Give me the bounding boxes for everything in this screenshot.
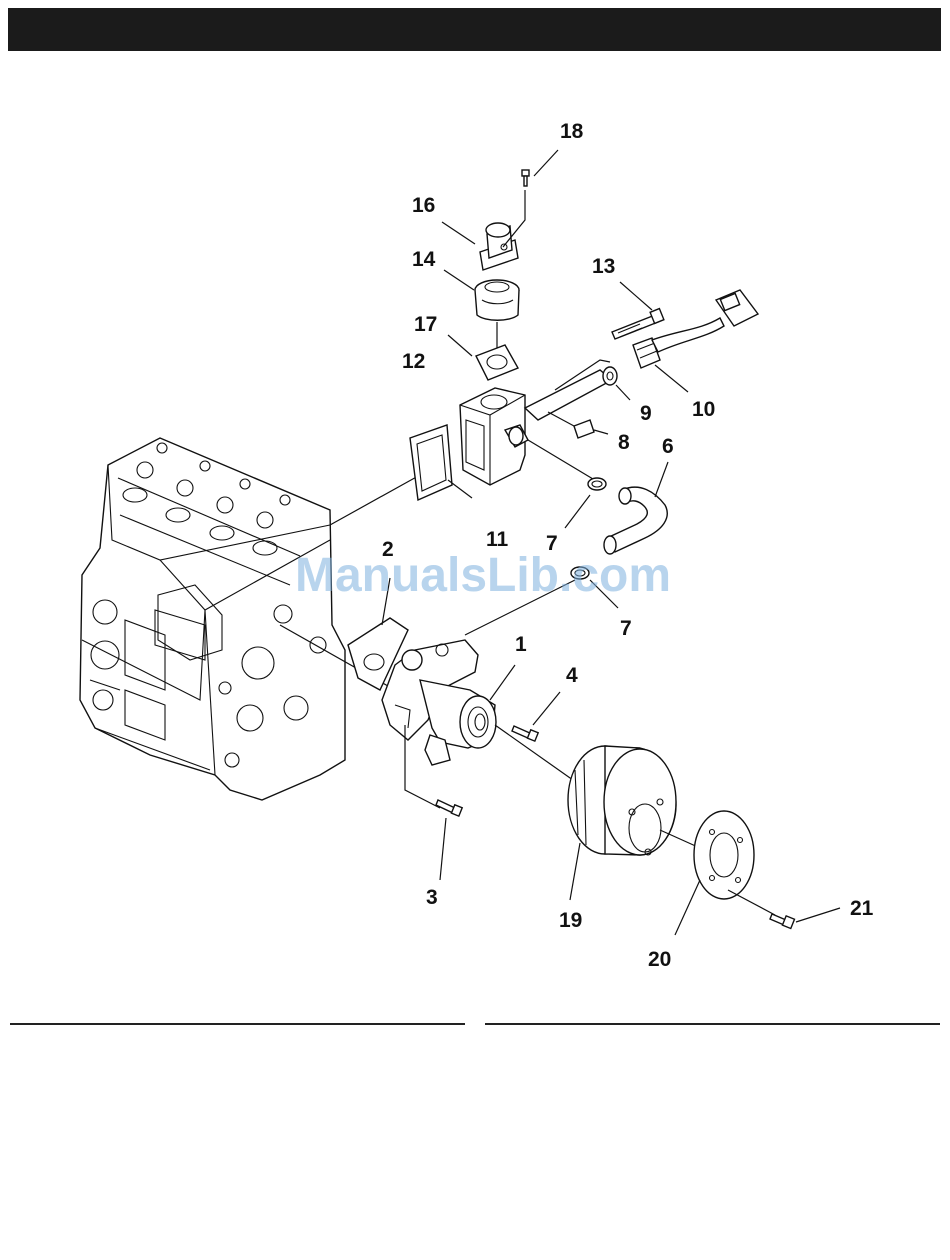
hose-clamp-7-upper [565, 478, 606, 528]
thermostat-14 [444, 270, 519, 348]
callout-12: 12 [402, 350, 425, 373]
callout-13: 13 [592, 255, 615, 278]
callout-4: 4 [566, 664, 578, 687]
bolt-21 [770, 908, 840, 929]
washer-9 [603, 367, 630, 400]
callout-7-lower: 7 [620, 617, 632, 640]
callout-14: 14 [412, 248, 436, 271]
bolt-4 [512, 692, 560, 741]
thermostat-cover-16 [442, 190, 525, 270]
callout-1: 1 [515, 633, 527, 656]
callout-8: 8 [618, 431, 630, 454]
bolt-3 [436, 800, 462, 880]
temperature-sender-10 [633, 290, 758, 392]
callout-19: 19 [559, 909, 582, 932]
callout-17: 17 [414, 313, 437, 336]
guide-line-gasket-11 [330, 475, 420, 525]
pulley-19 [495, 725, 676, 900]
callout-6: 6 [662, 435, 674, 458]
bolt-13 [612, 282, 664, 339]
bolt-18 [522, 150, 558, 186]
divider-right [485, 1023, 940, 1025]
callout-9: 9 [640, 402, 652, 425]
thermostat-gasket-17 [448, 335, 518, 380]
exploded-parts-diagram: 18 16 14 13 17 12 9 10 8 6 11 7 2 7 1 4 … [0, 0, 950, 1000]
callout-10: 10 [692, 398, 715, 421]
spacer-plate-20 [660, 811, 775, 935]
engine-block [80, 438, 345, 800]
watermark: ManualsLib.com [268, 548, 698, 603]
drain-plug-8 [548, 412, 608, 438]
callout-18: 18 [560, 120, 584, 143]
water-pump-1 [382, 640, 515, 808]
callout-16: 16 [412, 194, 435, 217]
divider-left [10, 1023, 465, 1025]
callout-20: 20 [648, 948, 671, 971]
callout-21: 21 [850, 897, 874, 920]
callout-3: 3 [426, 886, 438, 909]
